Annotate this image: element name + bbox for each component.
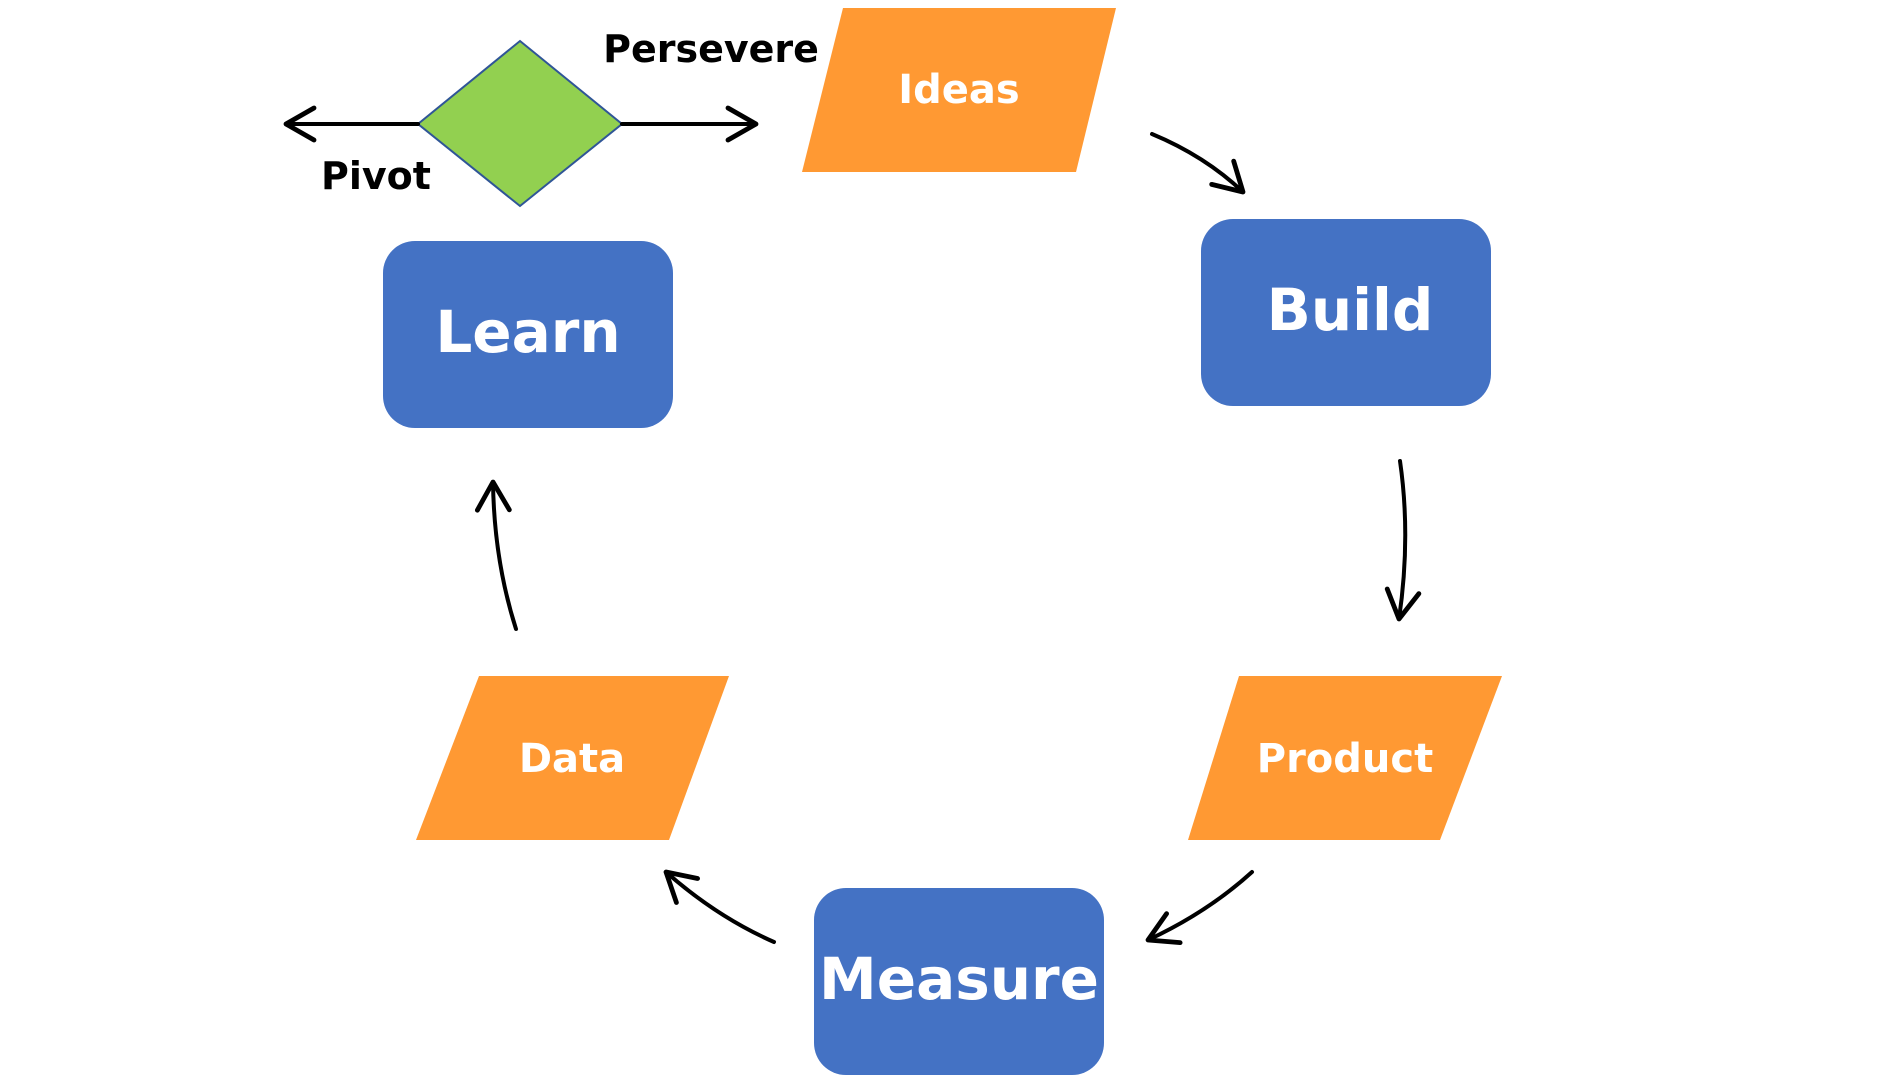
learn-box (383, 241, 673, 428)
build-box (1201, 219, 1491, 406)
arrow-measure-to-data (663, 869, 776, 944)
measure-label: Measure (819, 945, 1099, 1013)
ideas-label: Ideas (898, 67, 1019, 113)
data-label: Data (519, 736, 625, 782)
pivot-label: Pivot (321, 154, 431, 198)
ideas-shape (802, 8, 1116, 172)
arrow-build-to-product (1384, 459, 1422, 622)
build-label: Build (1267, 276, 1434, 344)
arrow-data-to-learn (474, 479, 518, 631)
measure-box (814, 888, 1104, 1075)
learn-label: Learn (435, 298, 620, 366)
persevere-label: Persevere (603, 27, 819, 71)
data-shape (416, 676, 729, 840)
arrow-ideas-to-build (1150, 132, 1246, 195)
decision-diamond (416, 39, 624, 208)
product-shape (1188, 676, 1502, 840)
arrow-product-to-measure (1145, 870, 1254, 946)
product-label: Product (1257, 736, 1433, 782)
